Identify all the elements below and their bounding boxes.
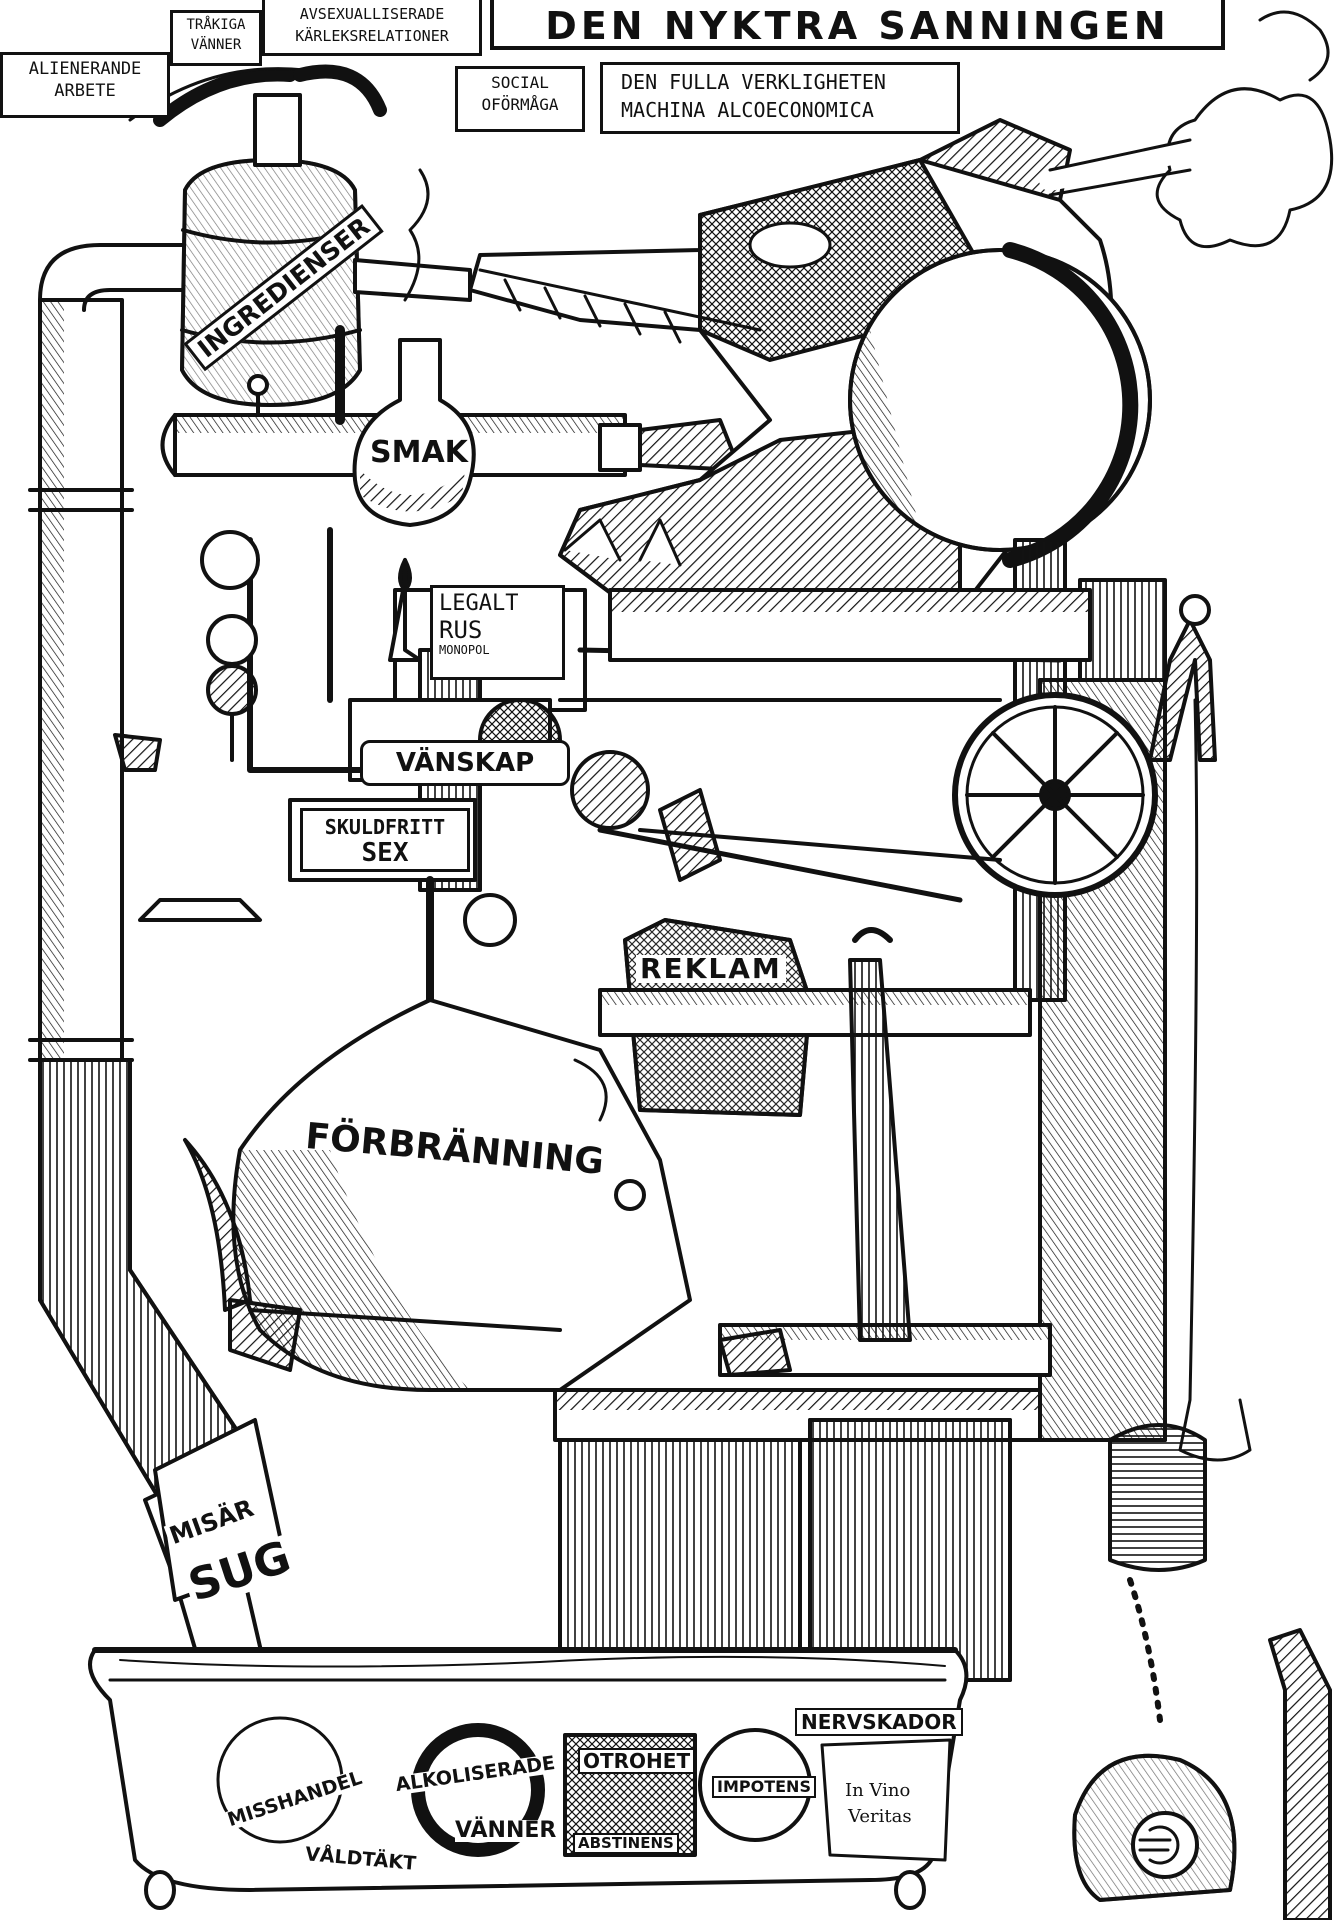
impotence-label: IMPOTENS (712, 1776, 816, 1798)
subtitle-sign: DEN FULLA VERKLIGHETEN MACHINA ALCOECONO… (600, 62, 960, 134)
alienating-line1: ALIENERANDE (28, 59, 142, 79)
boring-line2: VÄNNER (190, 37, 242, 53)
legal-line2: RUS (439, 616, 483, 644)
subtitle-line1: DEN FULLA VERKLIGHETEN (621, 70, 886, 94)
infidelity-label: OTROHET (578, 1748, 696, 1774)
social-line1: SOCIAL (491, 73, 549, 92)
asexual-line1: AVSEXUALLISERADE (299, 5, 445, 23)
legal-line1: LEGALT (439, 591, 519, 616)
in-vino-line1: In Vino (845, 1780, 911, 1801)
taste-label: SMAK (370, 435, 468, 470)
flask (352, 168, 476, 527)
boiler (183, 998, 692, 1392)
abstinence-label: ABSTINENS (573, 1833, 679, 1854)
boring-line1: TRÅKIGA (186, 17, 246, 33)
guiltfree-line2: SEX (361, 838, 409, 868)
asexualized-sign: AVSEXUALLISERADE KÄRLEKSRELATIONER (262, 0, 482, 56)
bathtub (88, 1647, 969, 1910)
in-vino-line2: Veritas (848, 1806, 912, 1827)
asexual-line2: KÄRLEKSRELATIONER (295, 27, 449, 45)
lower-blocks (553, 1388, 1207, 1682)
ads-label: REKLAM (636, 955, 786, 983)
figures (1072, 594, 1332, 1922)
tap (718, 927, 1052, 1377)
alienating-work-sign: ALIENERANDE ARBETE (0, 52, 170, 118)
page-title: DEN NYKTRA SANNINGEN (545, 4, 1170, 48)
title-banner: DEN NYKTRA SANNINGEN (490, 0, 1225, 50)
boring-friends-sign: TRÅKIGA VÄNNER (170, 10, 262, 66)
subtitle-line2: MACHINA ALCOECONOMICA (621, 98, 874, 122)
legal-high-sign: LEGALT RUS MONOPOL (430, 585, 565, 680)
guiltfree-line1: SKULDFRITT (324, 815, 446, 839)
wheel-frame (558, 538, 1167, 1442)
alco-friends-line2: VÄNNER (455, 1818, 557, 1843)
friendship-label: VÄNSKAP (395, 748, 535, 778)
guiltfree-sign: SKULDFRITT SEX (300, 808, 470, 872)
alienating-line2: ARBETE (54, 81, 116, 101)
legal-line3: MONOPOL (439, 643, 490, 657)
social-line2: OFÖRMÅGA (481, 95, 559, 114)
friendship-sign: VÄNSKAP (360, 740, 570, 786)
lamps (113, 530, 422, 922)
social-sign: SOCIAL OFÖRMÅGA (455, 66, 585, 132)
smoke (1039, 10, 1334, 249)
nerve-label: NERVSKADOR (795, 1708, 963, 1736)
wolf-head (468, 118, 1152, 612)
